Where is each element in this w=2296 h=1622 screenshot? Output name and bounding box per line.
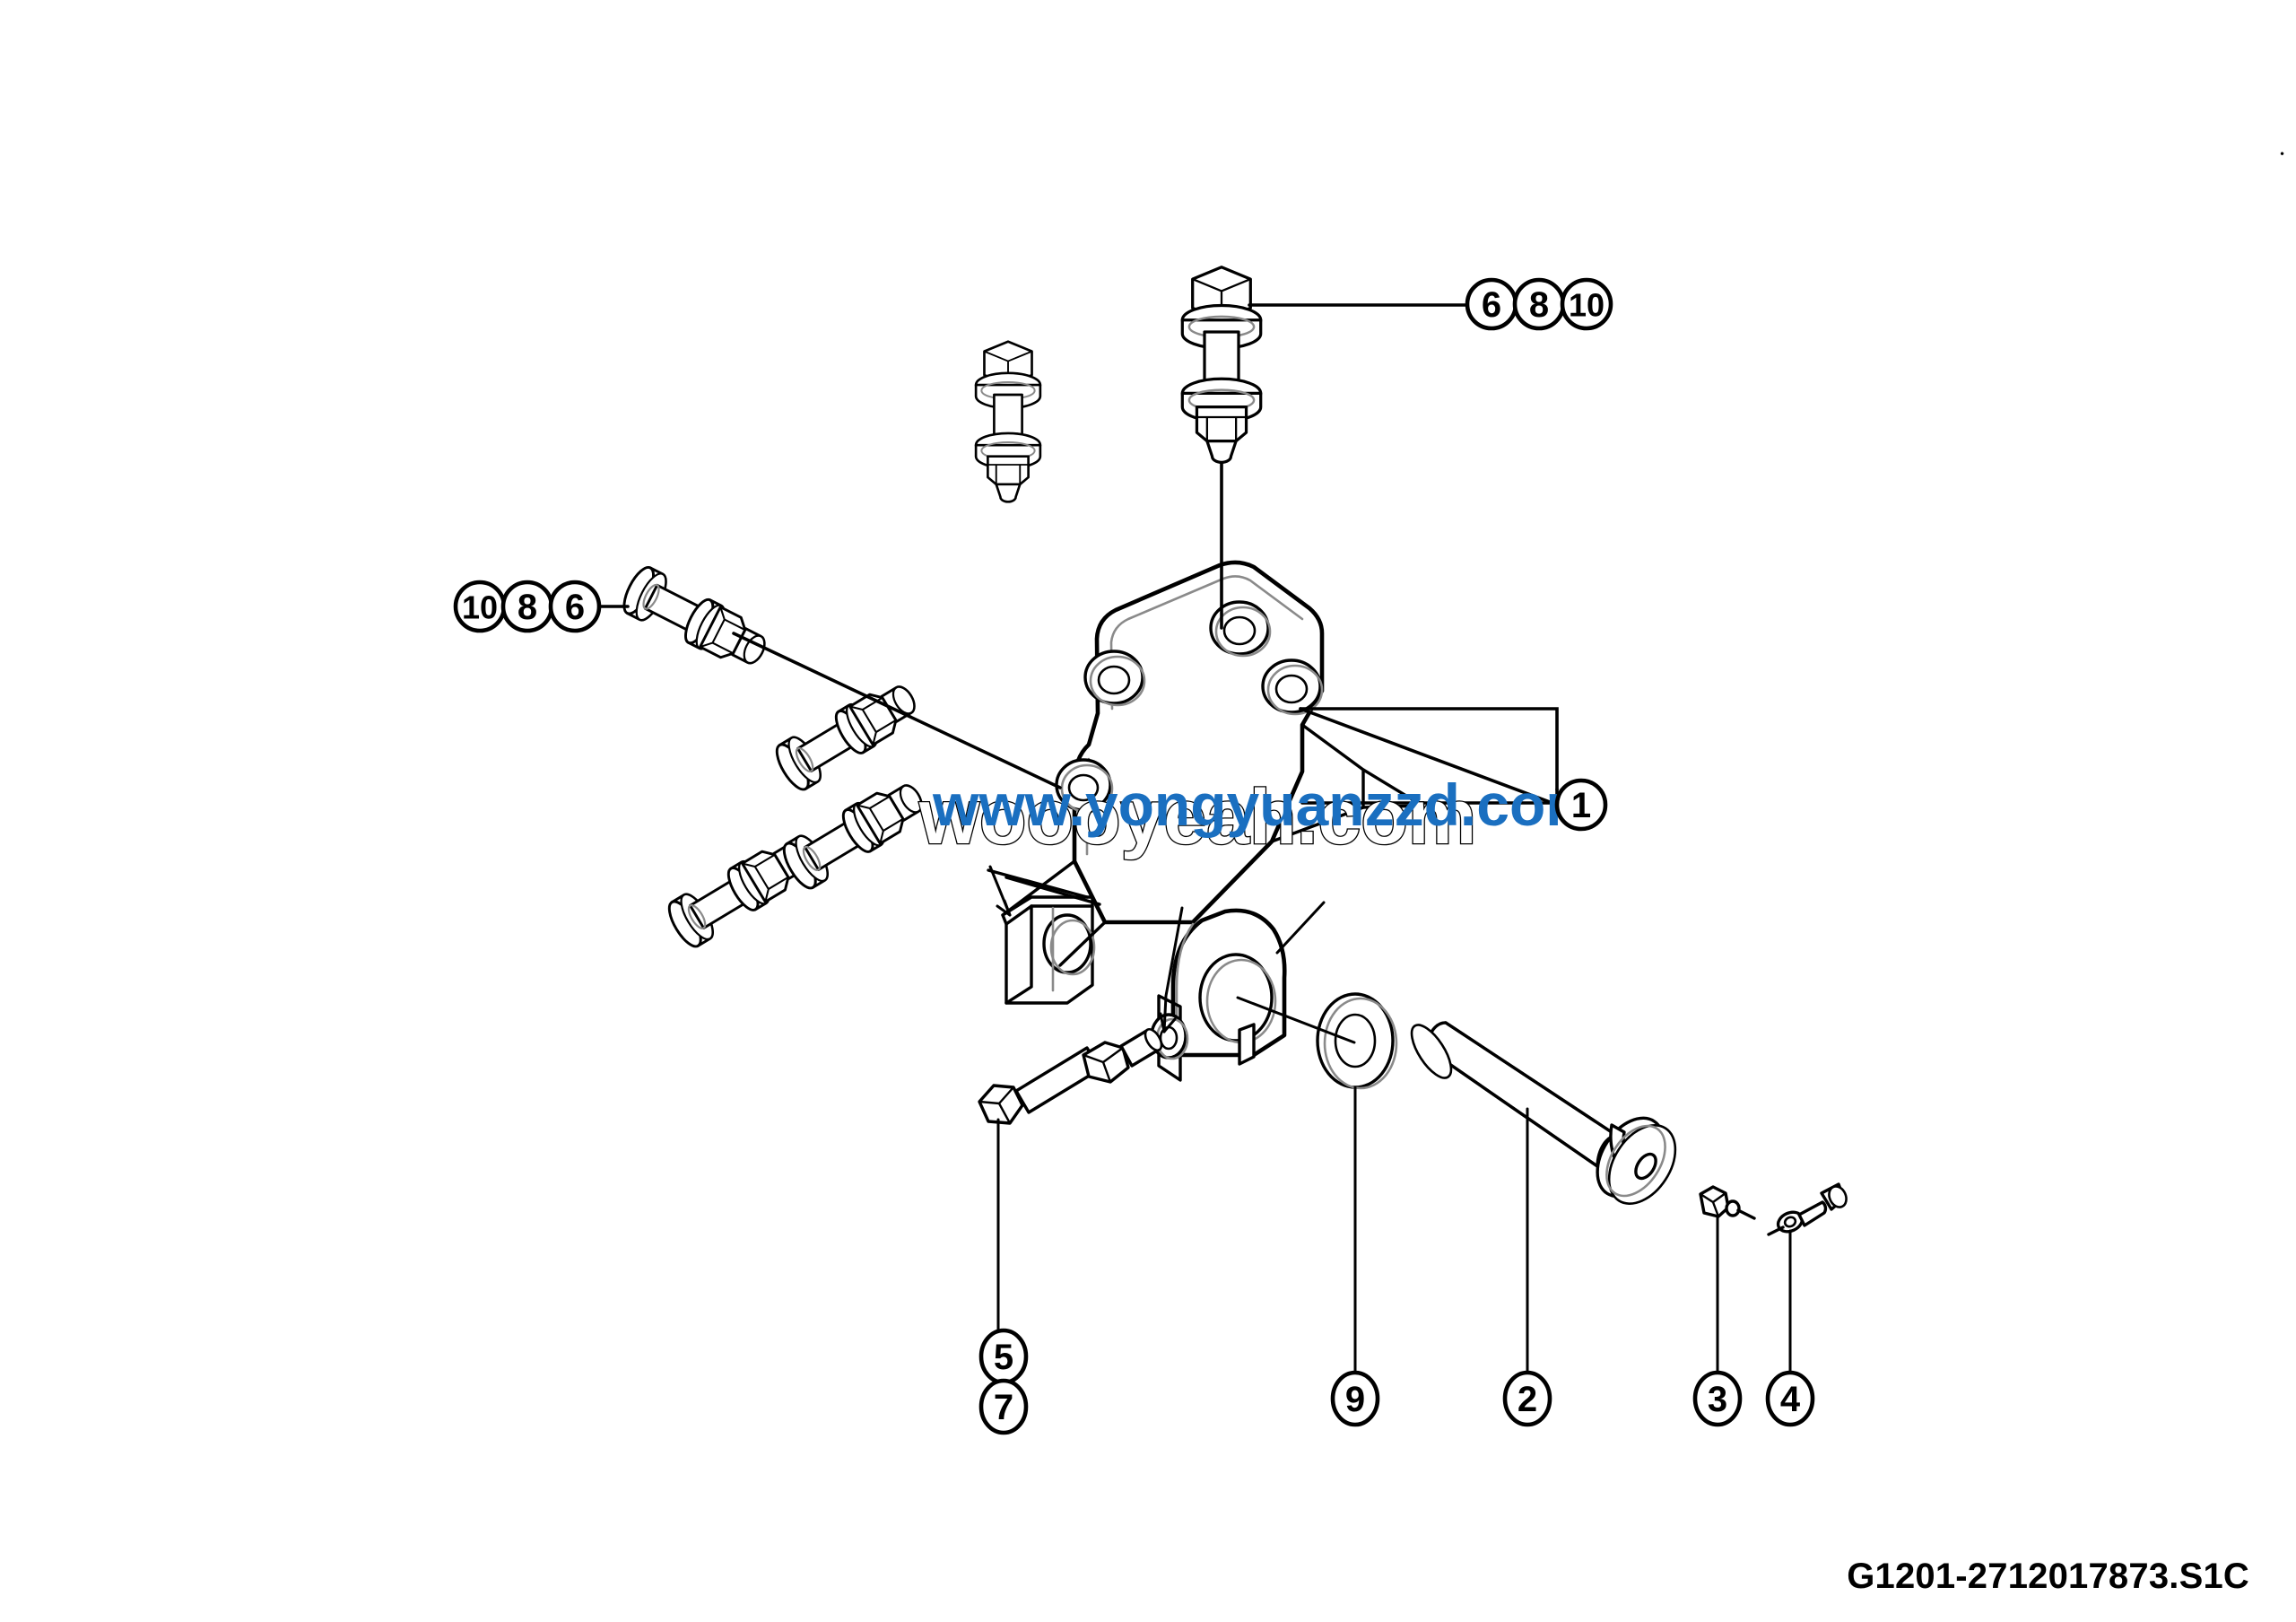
- svg-text:woooyeah.com: woooyeah.com: [918, 774, 1476, 860]
- callout-label: 9: [1345, 1380, 1365, 1419]
- callout-label: 6: [565, 588, 585, 627]
- callout-label: 5: [994, 1338, 1013, 1377]
- callout-8-top[interactable]: 8: [1512, 277, 1566, 331]
- bracket-hole: [1209, 600, 1272, 658]
- callout-label: 2: [1518, 1380, 1537, 1419]
- callout-1[interactable]: 1: [1554, 778, 1608, 832]
- watermark-primary: www.yongyuanzzd.com: [932, 772, 1598, 838]
- callout-label: 4: [1780, 1380, 1801, 1419]
- leader-lines: [597, 303, 1792, 1377]
- callout-label: 6: [1482, 285, 1501, 325]
- callout-9[interactable]: 9: [1330, 1370, 1380, 1427]
- bracket-hole: [1055, 758, 1114, 814]
- vertical-bolt-upper: [974, 266, 1263, 503]
- callout-7[interactable]: 7: [978, 1378, 1029, 1435]
- callout-10-left[interactable]: 10: [453, 580, 507, 633]
- callout-6-left[interactable]: 6: [548, 580, 602, 633]
- cotter-pin: [1767, 1182, 1848, 1236]
- callout-label: 10: [462, 589, 498, 626]
- callout-5[interactable]: 5: [978, 1328, 1029, 1385]
- svg-text:www.yongyuanzzd.com: www.yongyuanzzd.com: [932, 772, 1598, 838]
- callout-label: 8: [517, 588, 537, 627]
- callout-label: 3: [1708, 1380, 1727, 1419]
- callout-6-top[interactable]: 6: [1465, 277, 1518, 331]
- callout-label: 8: [1529, 285, 1549, 325]
- callout-8-left[interactable]: 8: [500, 580, 554, 633]
- bracket-hole: [1083, 650, 1146, 707]
- watermark-outline: woooyeah.com: [918, 773, 1478, 862]
- callout-label: 1: [1571, 786, 1591, 825]
- callout-10-top[interactable]: 10: [1560, 277, 1613, 331]
- drawing-code: G1201-2712017873.S1C: [1847, 1557, 2249, 1596]
- callout-3[interactable]: 3: [1692, 1370, 1743, 1427]
- roller-pin: [1410, 152, 2284, 1205]
- fastener-cluster: [616, 562, 933, 953]
- thrust-washer: [1316, 992, 1398, 1090]
- callout-2[interactable]: 2: [1502, 1370, 1552, 1427]
- callout-label: 7: [994, 1388, 1013, 1427]
- mounting-bracket: [987, 560, 1424, 1082]
- callout-label: 10: [1569, 287, 1605, 324]
- grease-nipple: [1699, 1185, 1756, 1220]
- callout-4[interactable]: 4: [1765, 1370, 1815, 1427]
- bracket-hole: [1261, 658, 1324, 716]
- hex-bolt-5-nut-7: [978, 1027, 1163, 1125]
